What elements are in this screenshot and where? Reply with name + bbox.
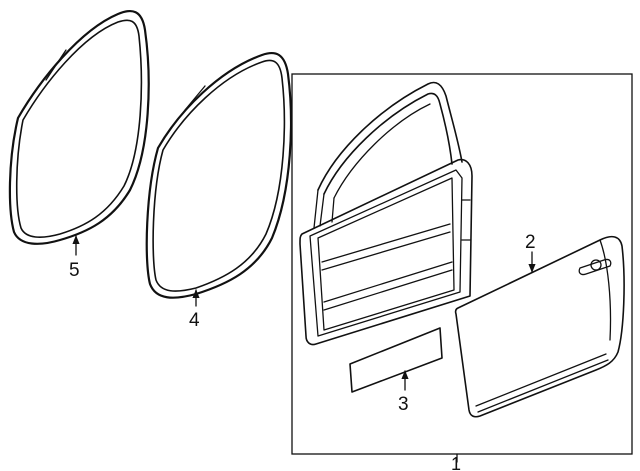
outer-door-panel bbox=[454, 235, 625, 418]
body-weatherstrip-seal bbox=[8, 10, 150, 245]
door-shell bbox=[299, 81, 473, 346]
callout-label-1: 1 bbox=[451, 454, 461, 471]
callout-label-4: 4 bbox=[189, 310, 200, 331]
callout-label-2: 2 bbox=[525, 232, 536, 253]
door-assembly-frame bbox=[291, 73, 633, 455]
panel-insert bbox=[349, 327, 443, 393]
door-weatherstrip-seal bbox=[145, 51, 293, 299]
callout-label-5: 5 bbox=[69, 260, 80, 281]
callout-label-3: 3 bbox=[398, 394, 409, 415]
